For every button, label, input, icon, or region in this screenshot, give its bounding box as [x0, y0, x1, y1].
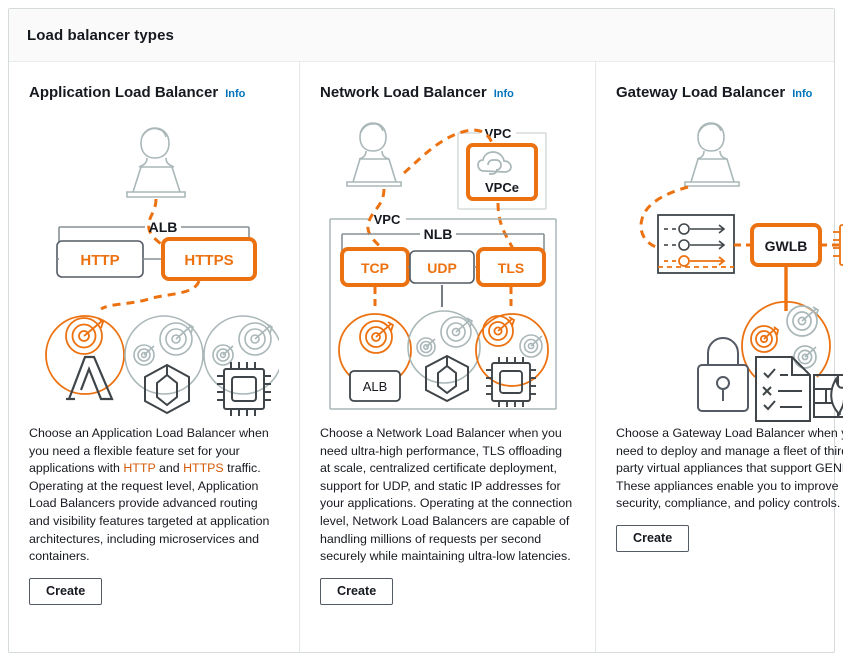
card-description-gwlb: Choose a Gateway Load Balancer when you … [616, 426, 843, 511]
create-button-alb[interactable]: Create [29, 577, 103, 605]
protocol-box-tcp: TCP [340, 247, 410, 287]
target-group-alb: ALB [338, 313, 412, 402]
diagram-alb: ALB HTTP HTTPS [29, 107, 279, 425]
container-icon [144, 363, 190, 415]
route-table-icon [657, 214, 735, 274]
flow-line-client-to-listener [147, 198, 170, 255]
card-title-gwlb: Gateway Load Balancer [616, 84, 786, 101]
target-group-lambda [45, 315, 125, 401]
ec2-icon [486, 357, 536, 407]
vpc-frame-endpoint [457, 132, 547, 210]
desc-highlight-http: HTTP [123, 461, 156, 476]
desc-part: Choose an Application Load Balancer when… [29, 426, 269, 476]
user-laptop-icon [346, 122, 402, 187]
protocol-box-http: HTTP [56, 240, 144, 278]
info-link-nlb[interactable]: Info [493, 88, 514, 100]
firewall-icon [813, 374, 843, 418]
diagram-nlb: VPC VPCe [320, 107, 575, 425]
card-application-load-balancer: Application Load Balancer Info [9, 62, 299, 652]
svg-text:TLS: TLS [498, 260, 524, 276]
card-title-nlb: Network Load Balancer [320, 84, 487, 101]
vpce-box: VPCe [466, 143, 538, 201]
svg-text:HTTP: HTTP [80, 252, 119, 269]
flow-line-client-to-route-table [639, 185, 689, 249]
protocol-box-https: HTTPS [161, 237, 257, 281]
spacer [29, 619, 279, 652]
protocol-box-udp: UDP [409, 250, 475, 284]
flow-line-listener-to-target [100, 280, 201, 311]
card-title-alb: Application Load Balancer [29, 84, 219, 101]
flow-line-client-to-vpce [403, 128, 494, 175]
create-button-nlb[interactable]: Create [320, 577, 394, 605]
card-description-nlb: Choose a Network Load Balancer when you … [320, 426, 573, 564]
info-link-alb[interactable]: Info [225, 88, 246, 100]
lambda-icon [66, 355, 114, 401]
compliance-document-icon [755, 356, 811, 422]
target-group-ec2 [203, 315, 279, 416]
alb-container-label: ALB [149, 219, 178, 235]
cloud-link-icon [477, 151, 512, 175]
card-header-nlb: Network Load Balancer Info [320, 84, 575, 101]
target-group-container [124, 315, 204, 415]
card-header-alb: Application Load Balancer Info [29, 84, 279, 101]
desc-highlight-https: HTTPS [183, 461, 224, 476]
info-link-gwlb[interactable]: Info [792, 88, 813, 100]
vpc-frame-main [329, 218, 557, 410]
lock-icon [697, 337, 749, 412]
create-button-gwlb[interactable]: Create [616, 524, 690, 552]
target-group-container [407, 310, 481, 403]
target-group-appliances [741, 300, 831, 378]
diagram-gwlb: GWLB [616, 107, 843, 425]
card-header-gwlb: Gateway Load Balancer Info [616, 84, 843, 101]
nlb-container-label: NLB [424, 226, 453, 242]
card-description-alb: Choose an Application Load Balancer when… [29, 425, 279, 566]
ec2-icon [217, 362, 271, 416]
gwlb-label: GWLB [765, 238, 808, 254]
ec2-icon [833, 224, 843, 266]
card-gateway-load-balancer: Gateway Load Balancer Info [595, 62, 843, 652]
load-balancer-columns: Application Load Balancer Info [9, 62, 843, 652]
card-network-load-balancer: Network Load Balancer Info [299, 62, 595, 652]
svg-text:UDP: UDP [427, 260, 457, 276]
protocol-box-tls: TLS [476, 247, 546, 287]
vpce-label: VPCe [485, 180, 519, 195]
spacer [616, 566, 843, 652]
user-laptop-icon [684, 122, 740, 187]
spacer [320, 619, 575, 652]
load-balancer-types-panel: Load balancer types Application Load Bal… [8, 8, 843, 653]
vpc-label-endpoint: VPC [485, 126, 512, 141]
user-laptop-icon [126, 127, 186, 198]
alb-box-icon [349, 370, 401, 402]
svg-text:HTTPS: HTTPS [184, 252, 233, 269]
gwlb-box: GWLB [750, 223, 822, 267]
target-group-ec2 [475, 313, 549, 407]
svg-text:TCP: TCP [361, 260, 389, 276]
desc-part: and [155, 461, 184, 476]
panel-header: Load balancer types [9, 9, 834, 62]
vpc-label-main: VPC [374, 212, 401, 227]
desc-part: traffic. Operating at the request level,… [29, 461, 270, 564]
page-title: Load balancer types [27, 26, 174, 44]
container-icon [425, 354, 469, 403]
alb-target-label: ALB [363, 379, 388, 394]
